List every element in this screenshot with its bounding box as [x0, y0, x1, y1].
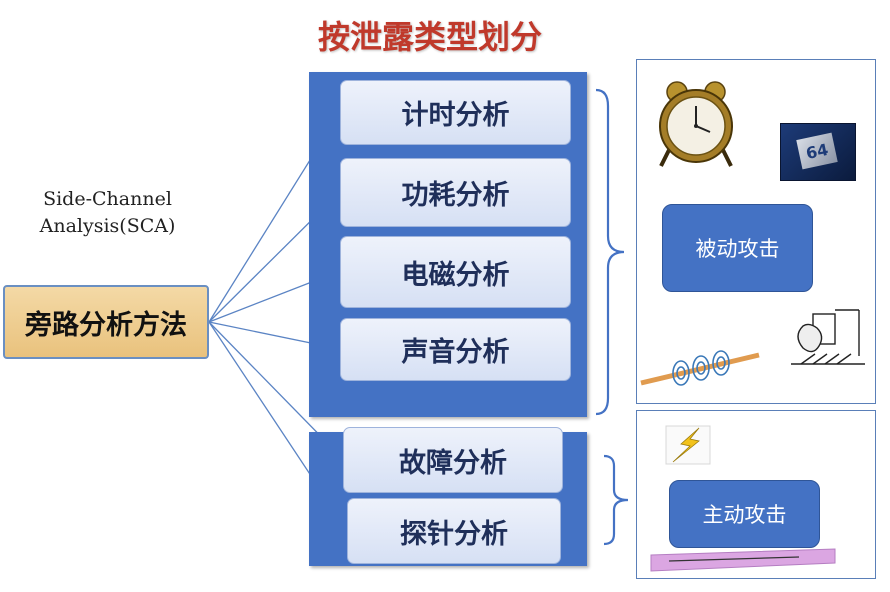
method-probe: 探针分析	[347, 498, 561, 564]
alarm-clock-icon	[659, 81, 733, 167]
chip-label: 64	[796, 132, 838, 170]
em-coil-icon	[640, 350, 760, 386]
active-attack-box: 主动攻击	[669, 480, 820, 548]
method-em: 电磁分析	[340, 236, 571, 308]
passive-attack-panel: 64 被动攻击	[636, 59, 876, 404]
sca-label-line2: Analysis(SCA)	[39, 215, 176, 237]
active-brace	[603, 454, 629, 546]
sca-label-line1: Side-Channel	[43, 188, 172, 210]
ear-listening-icon	[791, 309, 865, 365]
amd-chip-icon: 64	[780, 123, 856, 181]
active-attack-panel: 主动攻击	[636, 410, 876, 579]
passive-brace	[595, 88, 625, 416]
page-title: 按泄露类型划分	[317, 18, 542, 56]
sca-label: Side-Channel Analysis(SCA)	[20, 186, 195, 240]
root-node: 旁路分析方法	[3, 285, 209, 359]
lightning-icon	[665, 425, 711, 465]
method-fault: 故障分析	[343, 427, 563, 493]
method-timing: 计时分析	[340, 80, 571, 145]
probe-needle-icon	[650, 548, 836, 572]
passive-attack-box: 被动攻击	[662, 204, 813, 292]
method-acoustic: 声音分析	[340, 318, 571, 381]
method-power: 功耗分析	[340, 158, 571, 227]
